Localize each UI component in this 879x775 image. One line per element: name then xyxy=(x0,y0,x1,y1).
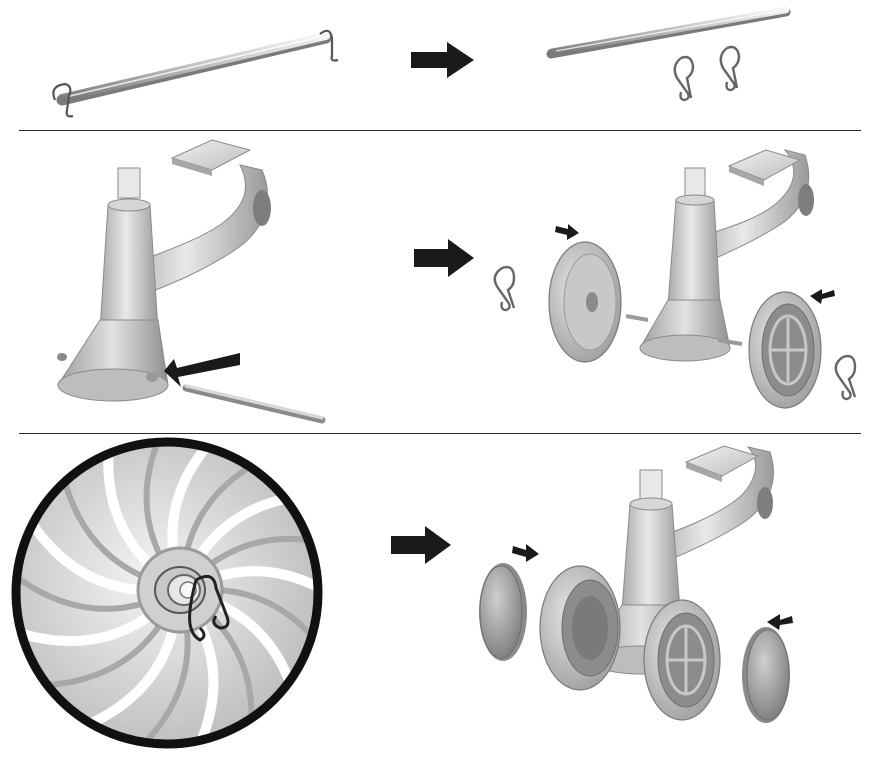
detail-clip-through-axle xyxy=(11,437,323,749)
r-clip-icon xyxy=(673,55,695,102)
axle-rod-icon xyxy=(182,384,326,424)
pointer-arrow-icon xyxy=(512,544,539,562)
axle-and-two-r-clips xyxy=(546,6,791,102)
step-arrow-icon xyxy=(391,526,451,564)
panel-divider-1 xyxy=(19,130,861,131)
r-clip-icon xyxy=(188,574,230,642)
wheel-spoke xyxy=(219,587,315,666)
wheel-spoke xyxy=(78,628,178,733)
axle-with-clips xyxy=(52,29,339,118)
hub-cap-icon xyxy=(742,627,790,723)
wheel-spoke xyxy=(19,570,144,612)
panel-divider-2 xyxy=(19,433,861,434)
wheel-icon xyxy=(548,241,622,363)
caster-fork-with-axle xyxy=(57,139,326,424)
wheel-spoke xyxy=(19,611,153,647)
wheel-icon xyxy=(643,599,721,721)
pointer-arrow-icon xyxy=(810,289,835,304)
r-clip-icon xyxy=(834,354,857,401)
wheel-spoke xyxy=(216,566,315,612)
step-arrow-icon xyxy=(414,239,474,277)
wheel-spoke xyxy=(143,445,171,557)
step-arrow-icon xyxy=(411,42,474,78)
pointer-arrow-icon xyxy=(164,353,240,387)
r-clip-icon xyxy=(493,265,516,312)
pointer-arrow-icon xyxy=(555,224,579,240)
wheel-icon xyxy=(539,565,621,691)
wheel-spoke xyxy=(39,622,163,689)
r-clip-icon xyxy=(719,45,741,92)
hub-caps-fitted xyxy=(479,445,793,723)
wheels-mounted-on-axle xyxy=(493,149,857,409)
wheel-spoke xyxy=(188,622,219,741)
wheel-spoke xyxy=(167,445,230,552)
wheel-spoke xyxy=(22,513,141,595)
wheel-spoke xyxy=(208,535,315,567)
wheel-icon xyxy=(748,291,822,409)
hub-cap-icon xyxy=(479,563,527,661)
pointer-arrow-icon xyxy=(767,614,793,630)
